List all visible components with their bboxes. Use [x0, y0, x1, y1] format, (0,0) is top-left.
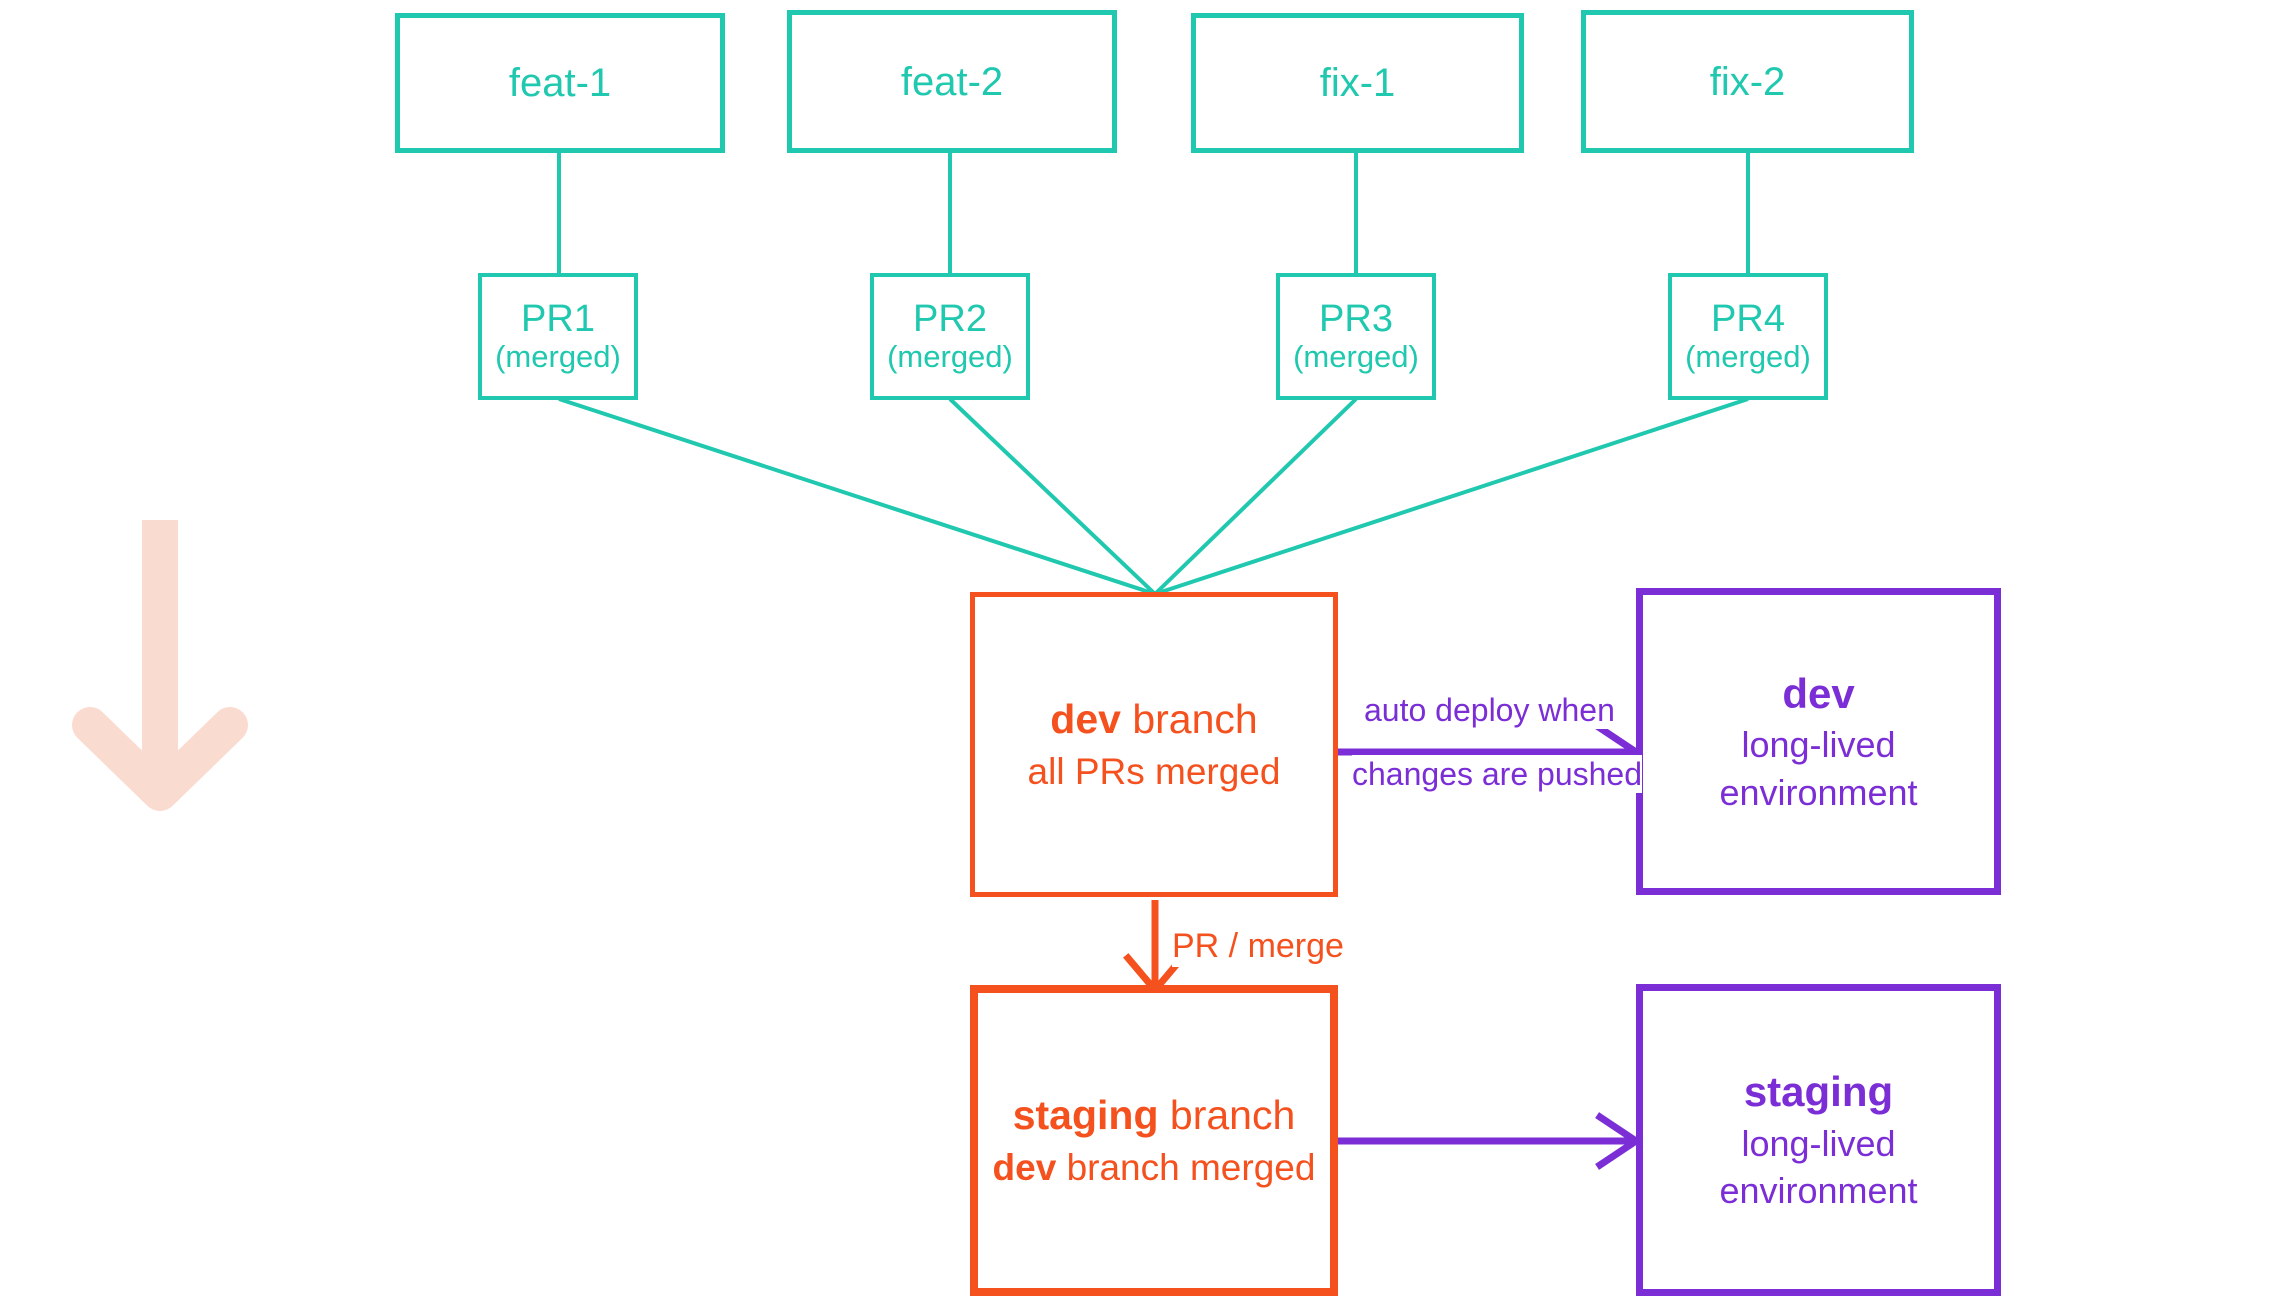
dev-environment-box[interactable]: dev long-lived environment — [1636, 588, 2001, 895]
dev-branch-subtitle: all PRs merged — [1027, 751, 1281, 793]
pr-box-4[interactable]: PR4 (merged) — [1668, 273, 1828, 400]
dev-environment-line-2: environment — [1719, 771, 1918, 813]
pr-title: PR3 — [1319, 297, 1393, 340]
staging-branch-name-suffix: branch — [1158, 1091, 1296, 1138]
pr-merge-label: PR / merge — [1172, 926, 1344, 967]
pr-box-2[interactable]: PR2 (merged) — [870, 273, 1030, 400]
pr-box-1[interactable]: PR1 (merged) — [478, 273, 638, 400]
dev-branch-title: dev branch — [1050, 692, 1257, 747]
pr-title: PR2 — [913, 297, 987, 340]
dev-branch-name: dev — [1050, 695, 1121, 742]
staging-environment-line-2: environment — [1719, 1170, 1918, 1212]
pr-status: (merged) — [495, 339, 621, 375]
staging-environment-box[interactable]: staging long-lived environment — [1636, 984, 2001, 1296]
staging-environment-line-1: long-lived — [1741, 1122, 1896, 1164]
branch-label: fix-2 — [1709, 59, 1786, 104]
pr-status: (merged) — [1293, 339, 1419, 375]
branch-label: fix-1 — [1319, 61, 1396, 105]
staging-branch-subtitle-bold: dev — [992, 1147, 1057, 1189]
downward-flow-arrow-icon — [72, 520, 248, 811]
pr-status: (merged) — [887, 339, 1013, 375]
staging-branch-title: staging branch — [1013, 1088, 1296, 1143]
pr-box-3[interactable]: PR3 (merged) — [1276, 273, 1436, 400]
pr-to-dev-connectors — [558, 397, 1749, 596]
branch-label: feat-2 — [900, 59, 1004, 104]
pr-title: PR4 — [1711, 297, 1785, 340]
pr-title: PR1 — [521, 297, 595, 340]
staging-environment-title: staging — [1743, 1068, 1894, 1116]
auto-deploy-label-top: auto deploy when — [1364, 691, 1615, 730]
branch-to-pr-connectors — [557, 152, 1750, 273]
dev-branch-name-suffix: branch — [1120, 695, 1258, 742]
staging-branch-box[interactable]: staging branch dev branch merged — [970, 985, 1338, 1296]
dev-environment-line-1: long-lived — [1741, 724, 1896, 766]
dev-branch-box[interactable]: dev branch all PRs merged — [970, 592, 1338, 897]
branch-label: feat-1 — [508, 61, 612, 105]
branch-box-fix-2[interactable]: fix-2 — [1581, 10, 1914, 153]
staging-branch-name: staging — [1012, 1091, 1159, 1138]
dev-environment-title: dev — [1782, 669, 1855, 717]
staging-deploy-arrow — [1338, 1112, 1643, 1170]
auto-deploy-label-bottom: changes are pushed — [1352, 755, 1642, 794]
branch-box-fix-1[interactable]: fix-1 — [1191, 13, 1524, 153]
branch-box-feat-2[interactable]: feat-2 — [787, 10, 1117, 153]
staging-branch-subtitle-rest: branch merged — [1056, 1147, 1316, 1189]
branch-box-feat-1[interactable]: feat-1 — [395, 13, 725, 153]
pr-status: (merged) — [1685, 339, 1811, 375]
staging-branch-subtitle: dev branch merged — [993, 1143, 1316, 1193]
